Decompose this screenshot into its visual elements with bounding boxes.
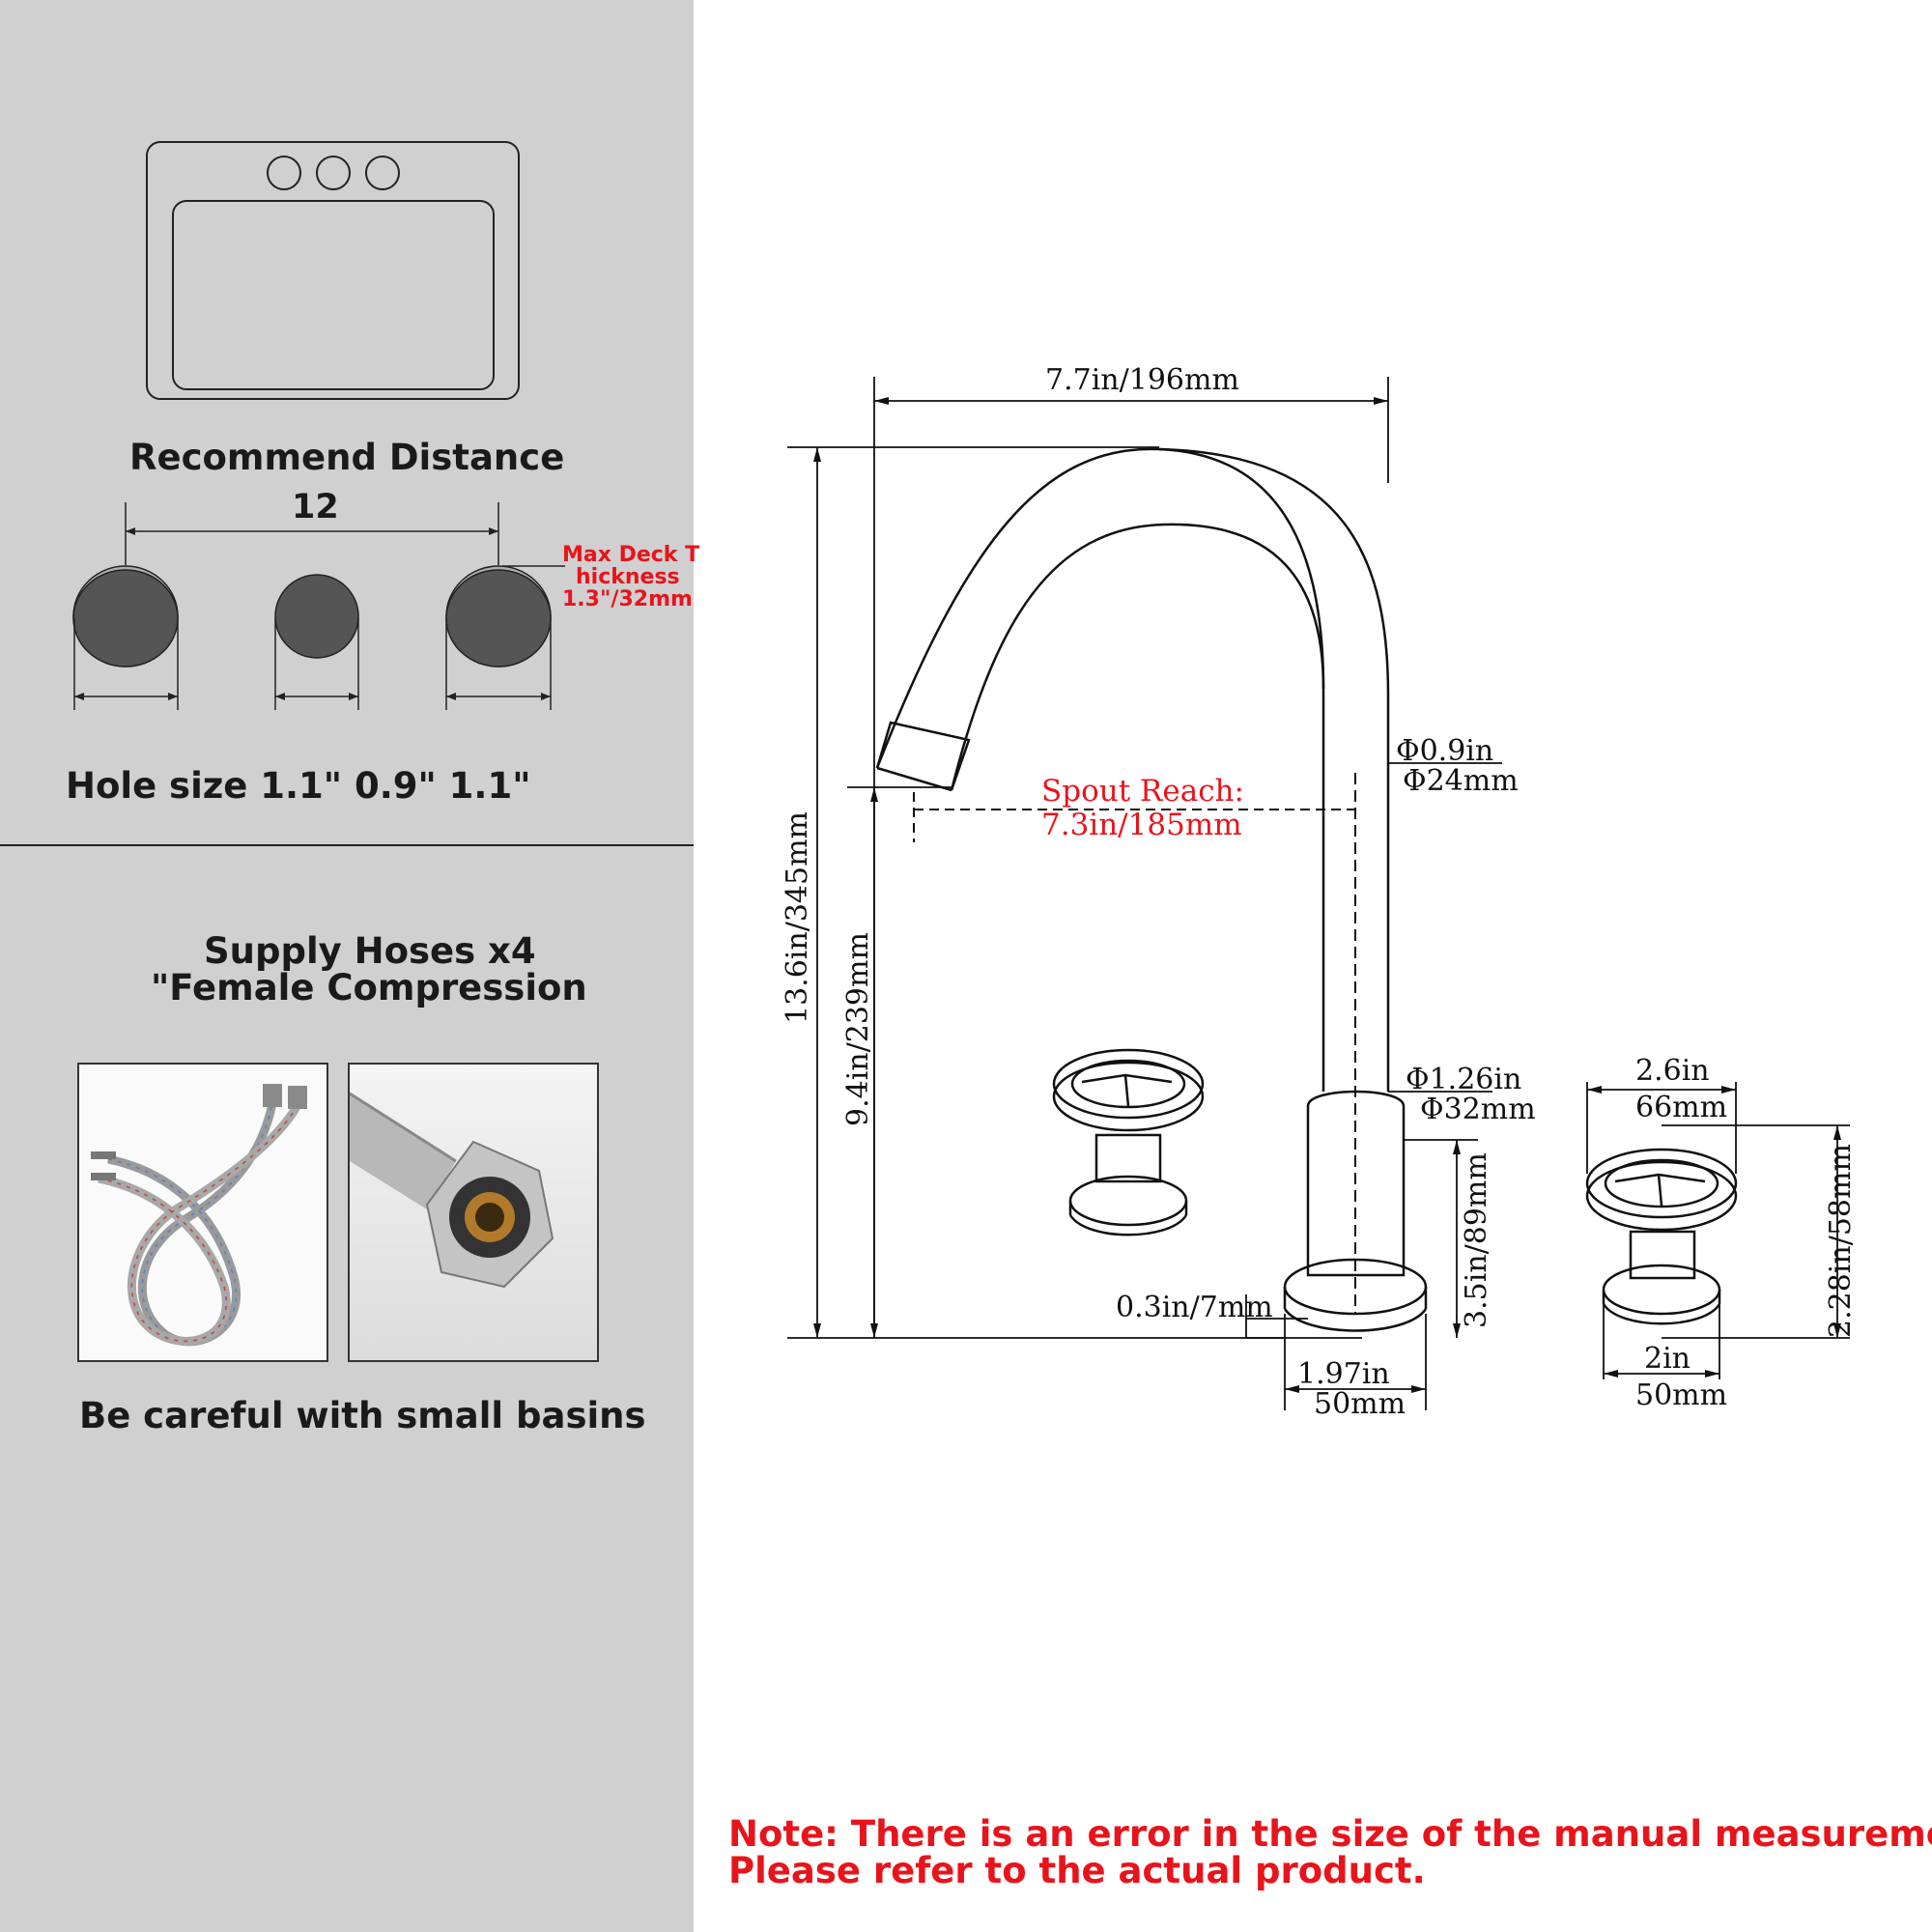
sink-hole-center [316,156,351,190]
sink-diagram [72,141,565,710]
hoses-title-line1: Supply Hoses x4 [204,930,536,972]
spout-reach-label: Spout Reach: [1041,774,1244,809]
sink-hole-right [365,156,400,190]
left-panel [0,0,694,1932]
spout-deck-flange [1283,1258,1428,1316]
sink-basin [172,200,495,390]
sink-hole-left [267,156,301,190]
section-divider [0,844,694,846]
spout-inner [950,523,1325,791]
top-width-label: 7.7in/196mm [1045,363,1239,397]
hoses-title-line2: "Female Compression [151,967,587,1009]
spout-reach-value: 7.3in/185mm [1041,808,1242,842]
right-handle [1585,1148,1738,1325]
careful-text: Be careful with small basins [79,1395,646,1436]
total-height-label: 13.6in/345mm [781,811,814,1024]
spout-dia-mm: Φ24mm [1403,764,1519,798]
hole-left [72,565,179,668]
max-deck-line3: 1.3"/32mm [562,587,693,611]
deck-gap-label: 0.3in/7mm [1116,1291,1273,1324]
sink-outline [146,141,520,400]
recommend-distance-title: Recommend Distance [129,437,565,478]
hole-size-text: Hole size 1.1" 0.9" 1.1" [66,765,531,807]
hole-center [274,574,359,659]
handle-height-label: 2.28in/58mm [1824,1144,1858,1338]
base-dia-mm: Φ32mm [1420,1093,1536,1126]
handle-base-mm: 50mm [1635,1378,1727,1412]
spout-base [1306,1090,1406,1277]
hole-width-dims [73,565,565,710]
spout-reach-dim [913,792,1355,842]
hoses-photo [77,1063,328,1362]
handle-width-mm: 66mm [1635,1091,1727,1124]
base-width-mm: 50mm [1314,1387,1406,1421]
spout-dia-in: Φ0.9in [1396,734,1493,768]
spout-outer [875,447,1325,769]
note-line2: Please refer to the actual product. [728,1850,1426,1891]
handle-base-in: 2in [1644,1342,1690,1376]
base-width-in: 1.97in [1297,1357,1390,1391]
hole-right [445,565,552,668]
left-handle [1052,1048,1205,1236]
handle-width-in: 2.6in [1635,1054,1710,1088]
compression-nut-photo [348,1063,599,1362]
base-height-label: 3.5in/89mm [1460,1152,1493,1328]
note-line1: Note: There is an error in the size of t… [728,1813,1932,1855]
max-deck-line1: Max Deck T [562,543,700,567]
base-dia-in: Φ1.26in [1406,1063,1521,1096]
spout-height-label: 9.4in/239mm [841,932,875,1126]
max-deck-line2: hickness [576,565,680,589]
spread-value: 12 [292,488,339,526]
